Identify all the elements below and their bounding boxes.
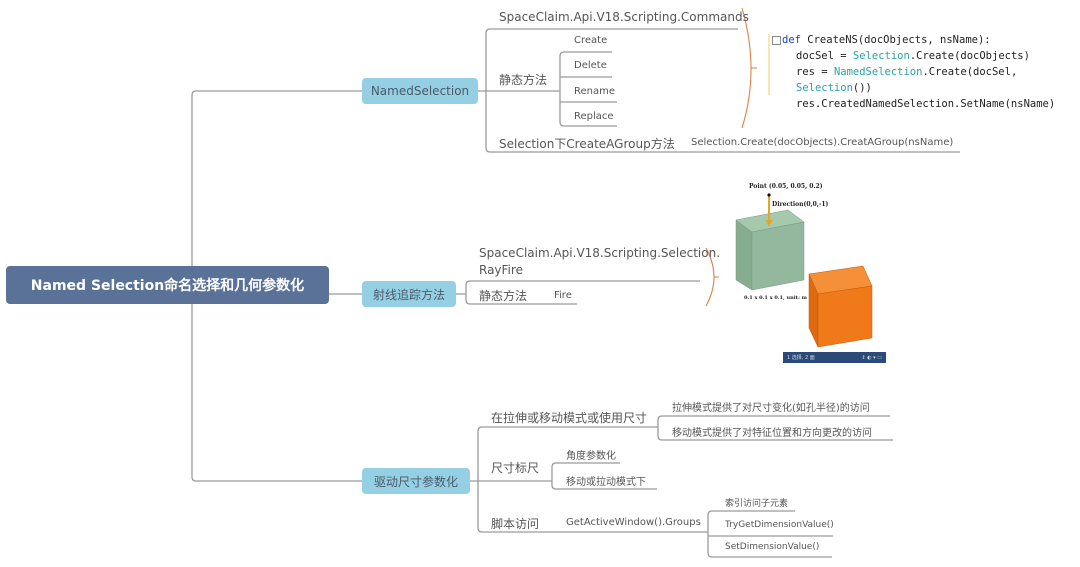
bracket-rayfire (705, 247, 719, 307)
status-bar: 1 选择, 2 面 ⇕ ◐ ▾ ▭ (783, 352, 886, 363)
ns-namespace[interactable]: SpaceClaim.Api.V18.Scripting.Commands (499, 10, 749, 24)
dim-stretch-move[interactable]: 在拉伸或移动模式或使用尺寸 (491, 411, 648, 425)
green-cube (735, 209, 805, 291)
rayfire-static-methods[interactable]: 静态方法 (479, 289, 528, 303)
dim-set-value[interactable]: SetDimensionValue() (725, 542, 820, 552)
connector-root-trunk (191, 90, 362, 482)
connector-dim-2 (551, 462, 657, 490)
code-text: .Create(docSel, (922, 66, 1018, 78)
dim-move-access[interactable]: 移动模式提供了对特征位置和方向更改的访问 (672, 428, 872, 439)
rayfire-namespace-line1[interactable]: SpaceClaim.Api.V18.Scripting.Selection. (479, 246, 721, 260)
code-class: NamedSelection (833, 66, 923, 78)
code-snippet: def CreateNS(docObjects, nsName): docSel… (772, 32, 1080, 112)
connector-dim-3 (707, 510, 833, 558)
root-topic[interactable]: Named Selection命名选择和几何参数化 (6, 266, 329, 304)
code-class: Selection (852, 50, 910, 62)
connector-ns (478, 28, 960, 153)
code-class: Selection (796, 82, 853, 94)
rayfire-illustration: Point (0.05, 0.05, 0.2) Direction(0,0,-1… (700, 178, 900, 368)
rayfire-method-fire[interactable]: Fire (554, 290, 572, 301)
ns-method-create[interactable]: Create (574, 35, 608, 46)
topic-named-selection[interactable]: NamedSelection (362, 78, 478, 104)
size-label: 0.1 x 0.1 x 0.1, unit: m (744, 295, 807, 301)
connector-dim-1 (657, 415, 893, 441)
ns-group-method-code[interactable]: Selection.Create(docObjects).CreatAGroup… (691, 137, 954, 148)
dim-try-get[interactable]: TryGetDimensionValue() (725, 520, 834, 530)
code-line-2: docSel = Selection.Create(docObjects) (772, 48, 1080, 64)
code-text: res = (796, 66, 834, 78)
code-text: CreateNS(docObjects, nsName): (800, 34, 991, 46)
rayfire-namespace-line2[interactable]: RayFire (479, 263, 523, 277)
dim-groups[interactable]: GetActiveWindow().Groups (566, 517, 701, 528)
dim-stretch-access[interactable]: 拉伸模式提供了对尺寸变化(如孔半径)的访问 (672, 403, 870, 414)
code-line-1: def CreateNS(docObjects, nsName): (772, 32, 1080, 48)
code-text: docSel = (796, 50, 853, 62)
code-text: .Create(docObjects) (909, 50, 1030, 62)
bracket-ns (741, 7, 757, 129)
orange-cube (808, 265, 873, 348)
code-text: res.CreatedNamedSelection.SetName(nsName… (796, 98, 1056, 110)
dim-index-access[interactable]: 索引访问子元素 (725, 499, 789, 509)
topic-dimension-param[interactable]: 驱动尺寸参数化 (362, 468, 470, 494)
connector-dim (470, 426, 708, 533)
ns-static-methods[interactable]: 静态方法 (499, 73, 548, 87)
status-text: 1 选择, 2 面 (787, 355, 815, 361)
connector-ns-static (559, 51, 617, 127)
ns-group-method[interactable]: Selection下CreateAGroup方法 (499, 137, 675, 151)
ns-method-rename[interactable]: Rename (574, 86, 616, 97)
ns-method-replace[interactable]: Replace (574, 111, 614, 122)
code-text: ()) (852, 82, 872, 94)
point-label: Point (0.05, 0.05, 0.2) (749, 183, 823, 190)
ray-origin-point (767, 193, 771, 197)
status-icons: ⇕ ◐ ▾ ▭ (861, 354, 882, 361)
connector-rayfire (456, 280, 700, 305)
dim-move-pull[interactable]: 移动或拉动模式下 (566, 477, 646, 488)
code-line-4: res.CreatedNamedSelection.SetName(nsName… (772, 96, 1080, 112)
code-line-3: res = NamedSelection.Create(docSel, Sele… (772, 64, 1080, 96)
direction-label: Direction(0,0,-1) (772, 201, 829, 208)
ns-method-delete[interactable]: Delete (574, 60, 607, 71)
ray-arrowhead (765, 220, 773, 226)
topic-ray-fire[interactable]: 射线追踪方法 (362, 281, 456, 307)
code-keyword: def (782, 34, 801, 46)
collapse-icon (772, 35, 781, 45)
dim-script-access[interactable]: 脚本访问 (491, 517, 540, 531)
dim-ruler[interactable]: 尺寸标尺 (491, 461, 540, 475)
dim-angle-param[interactable]: 角度参数化 (566, 451, 616, 462)
